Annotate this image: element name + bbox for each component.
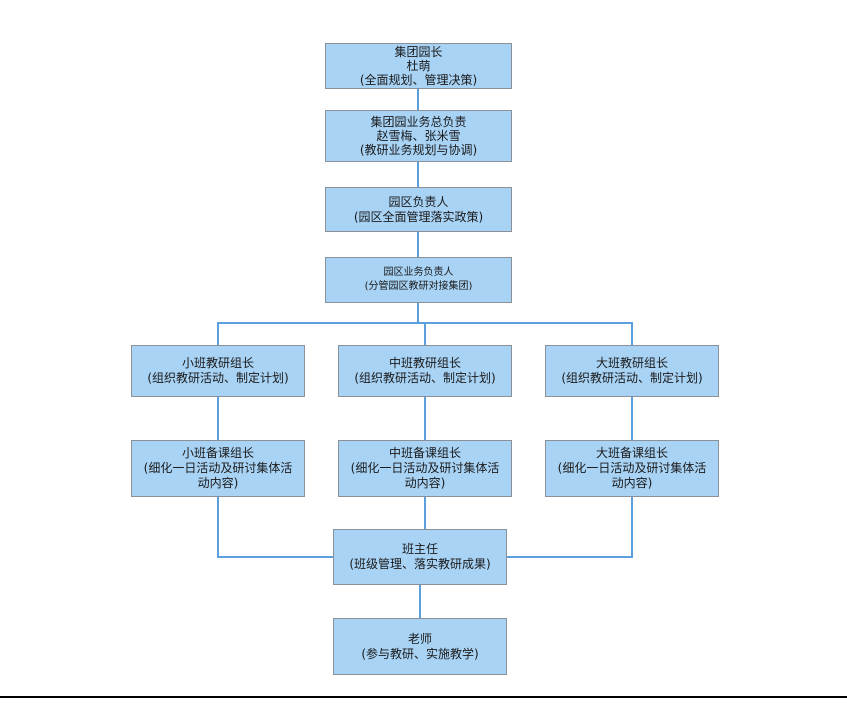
node-head-teacher: 班主任 (班级管理、落实教研成果) xyxy=(333,529,507,585)
node-junior-research-leader-label: 小班教研组长 (组织教研活动、制定计划) xyxy=(147,356,289,385)
node-group-business-lead: 集团园业务总负责 赵雪梅、张米雪 (教研业务规划与协调) xyxy=(325,110,512,162)
connector-branch-bar xyxy=(217,322,633,324)
connector-branch-b5b xyxy=(424,324,426,345)
connector-b7-b8 xyxy=(419,585,421,618)
connector-b3-b4 xyxy=(417,232,419,257)
connector-branch-b5a xyxy=(217,324,219,345)
connector-b5b-b6b xyxy=(424,397,426,440)
bottom-divider xyxy=(0,696,847,698)
connector-b5a-b6a xyxy=(217,397,219,440)
node-group-business-lead-label: 集团园业务总负责 赵雪梅、张米雪 (教研业务规划与协调) xyxy=(359,115,478,157)
connector-b2-b3 xyxy=(417,162,419,187)
connector-b4-branch xyxy=(417,303,419,323)
node-senior-research-leader-label: 大班教研组长 (组织教研活动、制定计划) xyxy=(561,356,703,385)
node-teacher: 老师 (参与教研、实施教学) xyxy=(333,618,507,675)
connector-b6c-b7-horiz xyxy=(507,556,633,558)
connector-b6b-b7 xyxy=(424,497,426,529)
node-campus-principal-label: 园区负责人 (园区全面管理落实政策) xyxy=(353,194,484,224)
node-teacher-label: 老师 (参与教研、实施教学) xyxy=(361,631,479,661)
node-middle-prep-leader-label: 中班备课组长 (细化一日活动及研讨集体活动内容) xyxy=(350,446,500,490)
node-junior-prep-leader-label: 小班备课组长 (细化一日活动及研讨集体活动内容) xyxy=(143,446,293,490)
connector-b5c-b6c xyxy=(631,397,633,440)
connector-b6a-b7-vert xyxy=(217,497,219,558)
node-middle-research-leader: 中班教研组长 (组织教研活动、制定计划) xyxy=(338,345,512,397)
node-campus-business-lead: 园区业务负责人 (分管园区教研对接集团) xyxy=(325,257,512,303)
node-middle-research-leader-label: 中班教研组长 (组织教研活动、制定计划) xyxy=(354,356,496,385)
node-junior-prep-leader: 小班备课组长 (细化一日活动及研讨集体活动内容) xyxy=(131,440,305,497)
node-campus-principal: 园区负责人 (园区全面管理落实政策) xyxy=(325,187,512,232)
node-senior-prep-leader: 大班备课组长 (细化一日活动及研讨集体活动内容) xyxy=(545,440,719,497)
connector-b6c-b7-vert xyxy=(631,497,633,558)
node-junior-research-leader: 小班教研组长 (组织教研活动、制定计划) xyxy=(131,345,305,397)
node-senior-prep-leader-label: 大班备课组长 (细化一日活动及研讨集体活动内容) xyxy=(557,446,707,490)
node-head-teacher-label: 班主任 (班级管理、落实教研成果) xyxy=(349,542,491,571)
node-middle-prep-leader: 中班备课组长 (细化一日活动及研讨集体活动内容) xyxy=(338,440,512,497)
node-group-principal-label: 集团园长 杜萌 (全面规划、管理决策) xyxy=(359,45,478,87)
node-senior-research-leader: 大班教研组长 (组织教研活动、制定计划) xyxy=(545,345,719,397)
connector-b1-b2 xyxy=(417,89,419,110)
connector-branch-b5c xyxy=(631,324,633,345)
node-campus-business-lead-label: 园区业务负责人 (分管园区教研对接集团) xyxy=(364,267,473,292)
connector-b6a-b7-horiz xyxy=(217,556,333,558)
node-group-principal: 集团园长 杜萌 (全面规划、管理决策) xyxy=(325,43,512,89)
